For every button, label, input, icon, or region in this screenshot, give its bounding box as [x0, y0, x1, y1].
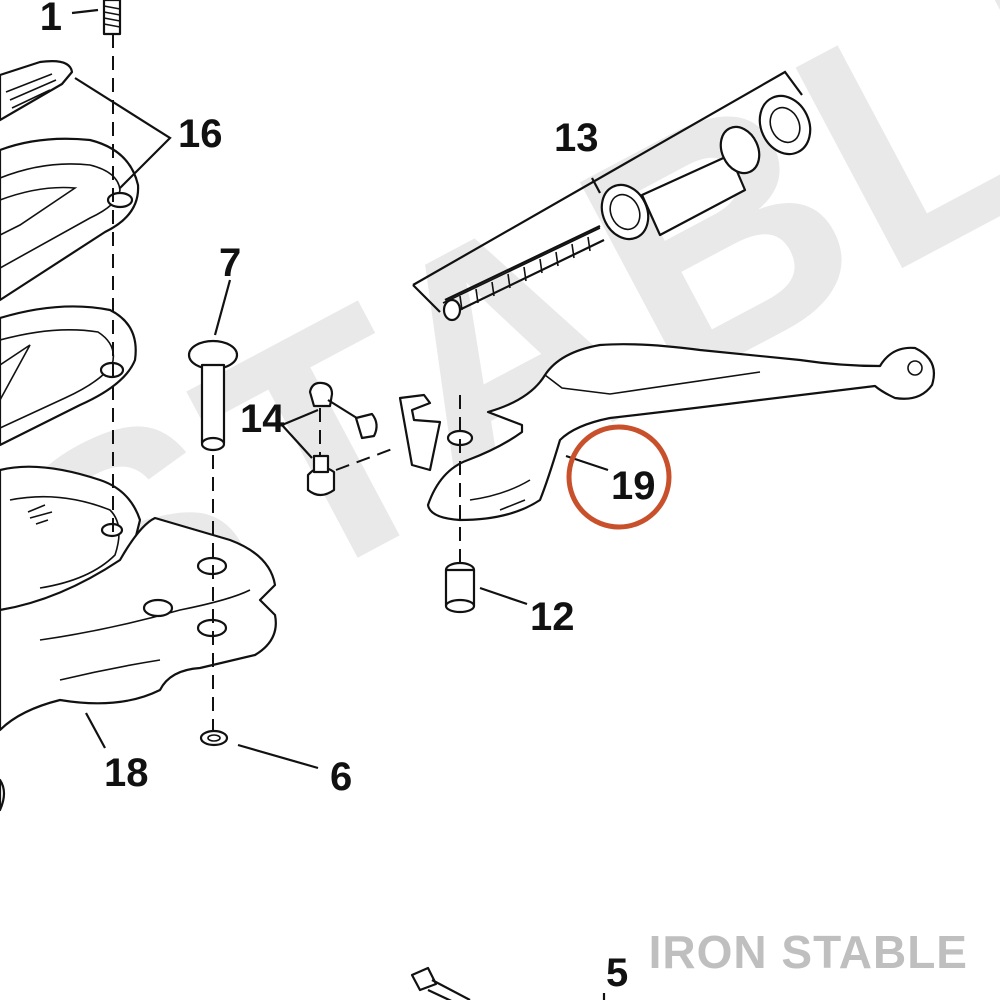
callout-19[interactable]: 19 — [611, 464, 656, 508]
callout-18[interactable]: 18 — [104, 751, 149, 795]
brake-lever — [398, 343, 936, 522]
pivot-pin — [187, 339, 239, 452]
callout-1[interactable]: 1 — [40, 0, 62, 39]
highlight-circle — [566, 424, 672, 530]
pivot-bushing — [444, 561, 476, 614]
piston-assembly — [442, 94, 812, 322]
callout-16[interactable]: 16 — [178, 112, 223, 156]
cover-screw — [102, 0, 122, 36]
leader-lines — [71, 8, 803, 1000]
banjo-bolt — [410, 966, 471, 1000]
callout-5[interactable]: 5 — [606, 951, 628, 995]
brand-logo-text: IRON STABLE — [649, 926, 968, 978]
brake-switch — [306, 381, 378, 497]
master-cylinder-body — [0, 465, 277, 812]
callout-12[interactable]: 12 — [530, 595, 575, 639]
callout-14[interactable]: 14 — [240, 397, 285, 441]
callout-6[interactable]: 6 — [330, 755, 352, 799]
reservoir-cover — [0, 60, 140, 302]
callout-7[interactable]: 7 — [219, 241, 241, 285]
retaining-clip — [199, 729, 229, 747]
axis-switch — [319, 408, 396, 471]
callout-13[interactable]: 13 — [554, 116, 599, 160]
